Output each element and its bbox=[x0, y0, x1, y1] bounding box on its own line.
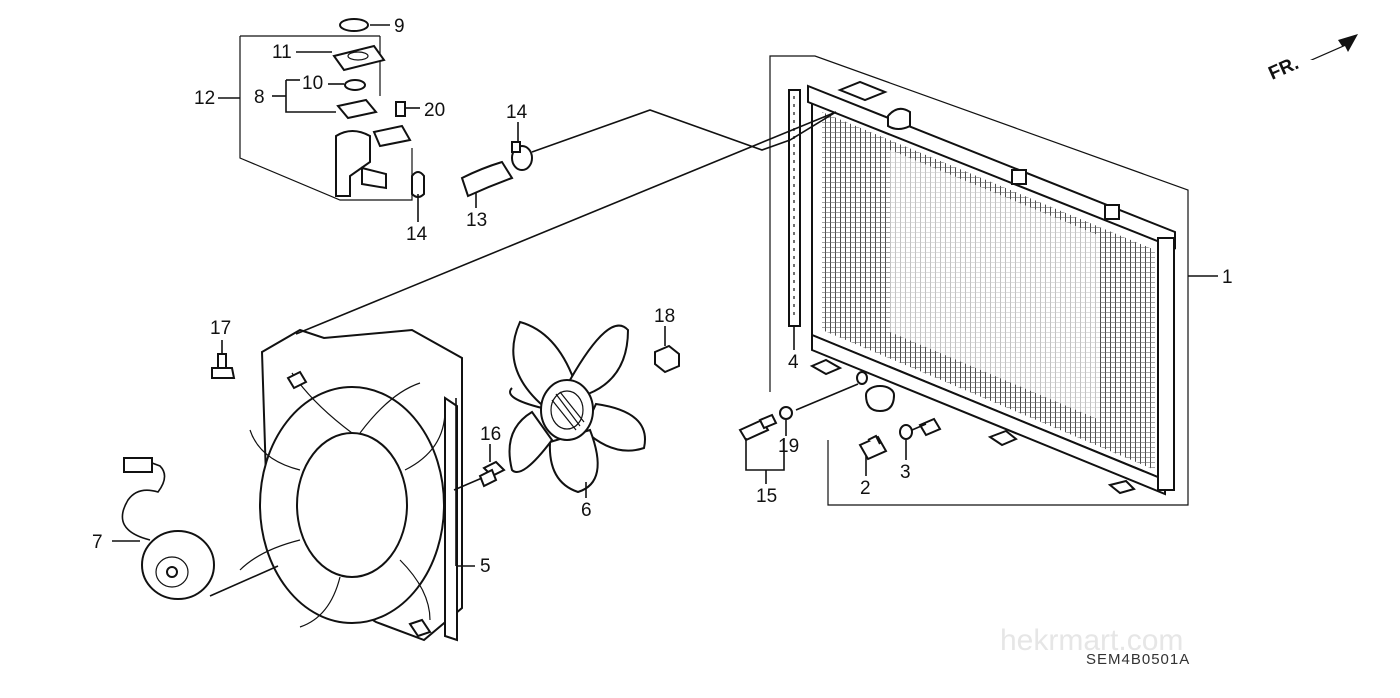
callout-14-lower: 14 bbox=[406, 224, 428, 245]
hose-clip-14-lower bbox=[411, 171, 425, 198]
fan-shroud bbox=[239, 328, 463, 642]
cap-11 bbox=[332, 44, 386, 72]
callout-14-upper: 14 bbox=[506, 102, 528, 123]
callout-5: 5 bbox=[480, 556, 491, 577]
cap-8 bbox=[336, 98, 378, 120]
callout-15: 15 bbox=[756, 486, 777, 507]
flange-nut bbox=[654, 344, 680, 374]
bolt-16 bbox=[478, 460, 506, 488]
radiator bbox=[769, 55, 1189, 506]
callout-17: 17 bbox=[210, 318, 231, 339]
leader-lines bbox=[112, 24, 1218, 597]
front-direction-indicator: FR. bbox=[1265, 34, 1358, 85]
callout-4: 4 bbox=[788, 352, 799, 373]
radiator-seal bbox=[788, 89, 801, 327]
callout-10: 10 bbox=[302, 73, 323, 94]
fan-motor bbox=[121, 457, 215, 600]
callout-12: 12 bbox=[194, 88, 215, 109]
gasket-10 bbox=[344, 79, 366, 91]
washer-19 bbox=[779, 406, 793, 420]
callout-labels: 1 2 3 4 5 6 7 8 9 10 11 12 13 14 14 15 1… bbox=[92, 16, 1233, 577]
cap-9 bbox=[339, 18, 369, 32]
callout-18: 18 bbox=[654, 306, 675, 327]
diagram-code: SEM4B0501A bbox=[1086, 651, 1190, 668]
bolt-20 bbox=[395, 101, 406, 117]
callout-16: 16 bbox=[480, 424, 501, 445]
front-label: FR. bbox=[1265, 53, 1302, 85]
callout-8: 8 bbox=[254, 87, 265, 108]
callout-20: 20 bbox=[424, 100, 445, 121]
callout-9: 9 bbox=[394, 16, 405, 37]
filler-neck-assembly bbox=[239, 35, 413, 201]
drain-plug bbox=[858, 434, 888, 461]
hose-clip-14-upper bbox=[511, 141, 533, 171]
callout-13: 13 bbox=[466, 210, 487, 231]
callout-1: 1 bbox=[1222, 267, 1233, 288]
cooling-fan bbox=[508, 320, 646, 494]
callout-6: 6 bbox=[581, 500, 592, 521]
front-arrow-icon bbox=[1310, 34, 1358, 60]
bolt-17 bbox=[211, 353, 236, 379]
watermark: hekrmart.com bbox=[1000, 624, 1183, 657]
o-ring-near-outlet bbox=[856, 371, 868, 385]
callout-7: 7 bbox=[92, 532, 103, 553]
overflow-hose bbox=[460, 160, 514, 198]
callout-2: 2 bbox=[860, 478, 871, 499]
callout-11: 11 bbox=[272, 42, 292, 63]
callout-3: 3 bbox=[900, 462, 911, 483]
callout-19: 19 bbox=[778, 436, 799, 457]
drain-bolt bbox=[738, 413, 778, 442]
o-ring-3 bbox=[899, 424, 913, 440]
